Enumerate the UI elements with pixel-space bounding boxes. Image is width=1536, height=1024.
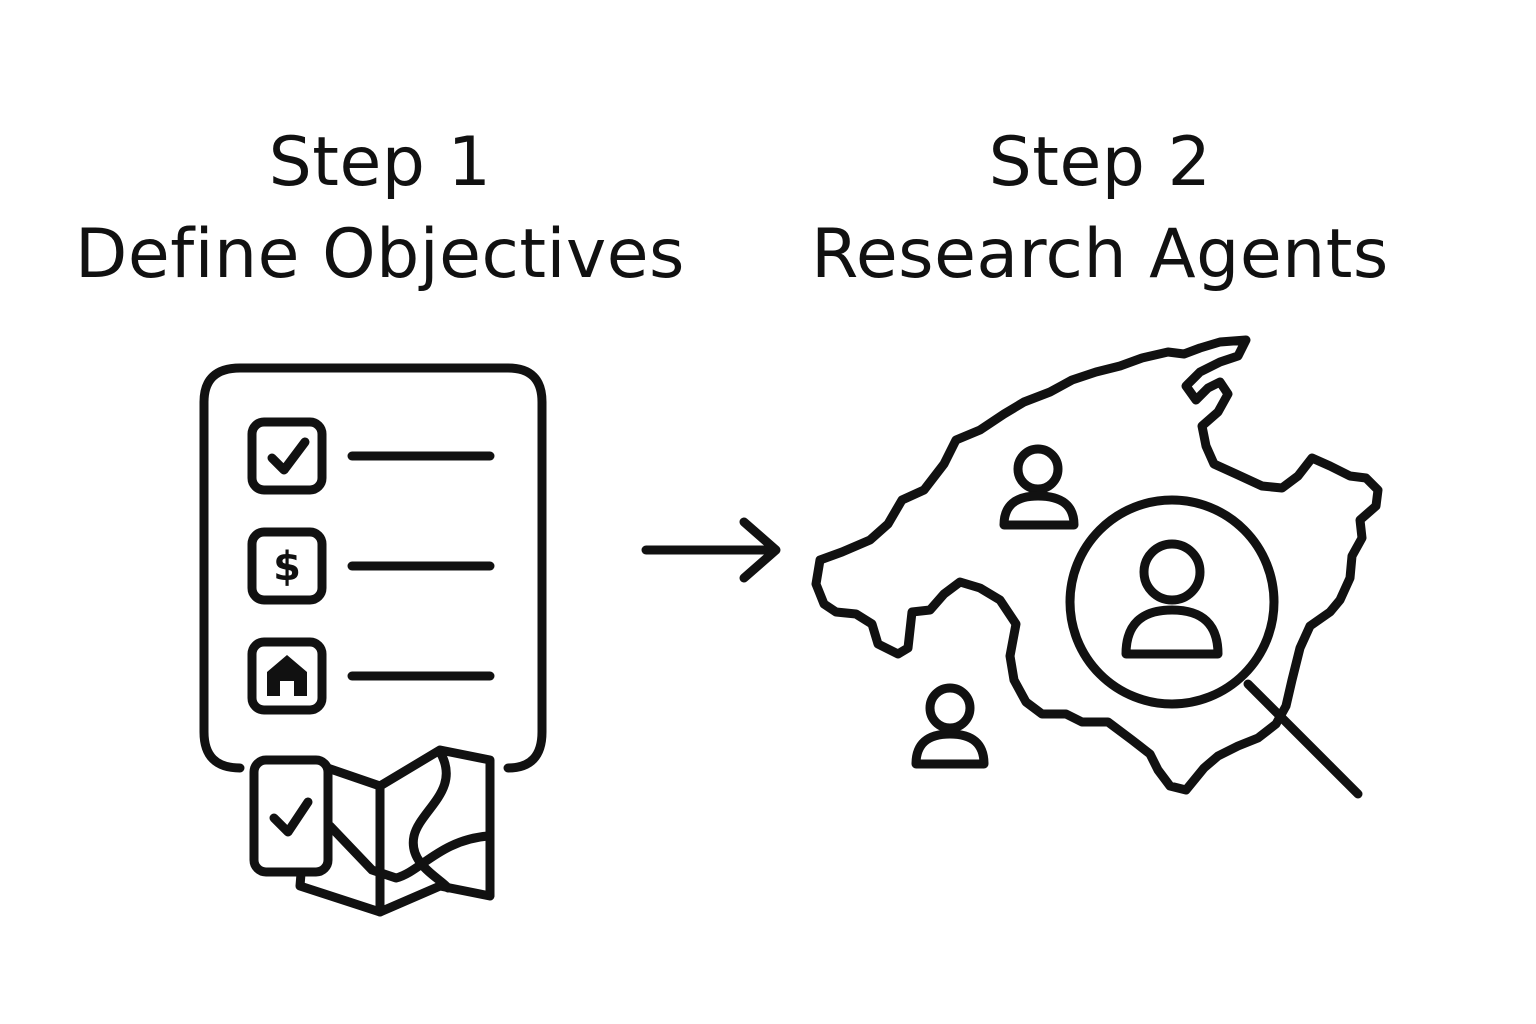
dollar-box-icon [247, 527, 327, 605]
step-1-title: Define Objectives [75, 215, 685, 294]
checklist-row-3 [247, 637, 495, 715]
folded-map-icon [295, 745, 495, 917]
magnifier-person-icon [1065, 495, 1363, 799]
step-1-number: Step 1 [268, 123, 492, 202]
step-1-heading: Step 1 Define Objectives [60, 122, 700, 306]
checklist-clipboard-icon [199, 363, 547, 773]
right-arrow-icon [641, 517, 781, 583]
magnifier-lens [1065, 495, 1279, 709]
house-icon [267, 655, 307, 696]
island-map-icon [811, 335, 1383, 795]
checkmark-icon [269, 797, 313, 837]
checkmark-icon [267, 437, 310, 475]
step-2-heading: Step 2 Research Agents [780, 122, 1420, 306]
person-icon [999, 444, 1079, 530]
person-icon [911, 683, 989, 769]
dollar-icon: $ [273, 544, 301, 590]
magnifier-handle [1243, 679, 1363, 799]
step-2-number: Step 2 [988, 123, 1212, 202]
checkbox-icon [247, 417, 327, 495]
step-2-title: Research Agents [811, 215, 1389, 294]
person-icon [1139, 539, 1205, 605]
house-box-icon [247, 637, 327, 715]
checklist-row-2: $ [247, 527, 495, 605]
person-body [1121, 605, 1223, 659]
checked-card-icon [249, 755, 333, 877]
checklist-row-1 [247, 417, 495, 495]
